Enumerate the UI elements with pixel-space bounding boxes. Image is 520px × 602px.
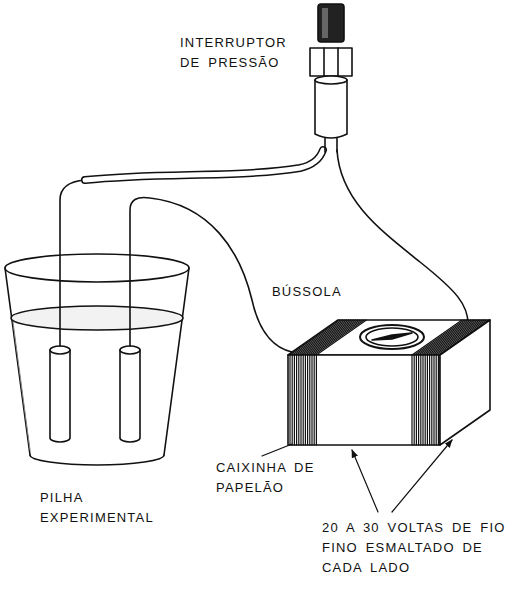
coil-winding <box>430 320 480 355</box>
coil-winding <box>296 355 297 445</box>
coil-winding <box>429 355 430 445</box>
cable-sleeve <box>85 150 323 180</box>
coil-winding <box>305 355 306 445</box>
wire <box>130 198 292 353</box>
coil-winding <box>303 355 304 445</box>
compass <box>360 325 424 349</box>
coil-winding <box>294 355 295 445</box>
leader-arrow <box>352 450 378 512</box>
coil-winding <box>316 355 317 445</box>
coil-winding <box>300 355 301 445</box>
wire <box>60 180 85 346</box>
part-label: INTERRUPTOR DE PRESSÃO <box>180 33 302 73</box>
coil-winding <box>422 355 423 445</box>
part-label: PILHA EXPERIMENTAL <box>40 488 180 528</box>
coil-winding <box>427 355 428 445</box>
coil-winding <box>425 320 475 355</box>
coil-winding <box>438 320 488 355</box>
coil-winding <box>436 320 486 355</box>
coil-winding <box>289 355 290 445</box>
coil-winding <box>303 320 353 355</box>
coil-winding <box>316 320 366 355</box>
leader-arrow <box>392 440 452 512</box>
coil-winding <box>431 355 432 445</box>
electrode <box>50 346 140 442</box>
coil-winding <box>292 355 293 445</box>
coil-winding <box>414 355 415 445</box>
coil-winding <box>314 320 364 355</box>
coil-winding <box>298 355 299 445</box>
part-label: BÚSSOLA <box>272 282 362 302</box>
coil-winding <box>310 320 360 355</box>
cardboard-box <box>288 320 490 445</box>
coil-winding <box>305 320 355 355</box>
wire <box>337 150 468 328</box>
coil-winding <box>427 320 477 355</box>
coil-winding <box>290 320 488 445</box>
coil-winding <box>312 320 362 355</box>
coil-winding <box>418 355 419 445</box>
coil-winding <box>411 355 412 445</box>
coil-winding <box>420 355 421 445</box>
coil-winding <box>438 355 439 445</box>
coil-winding <box>311 355 312 445</box>
coil-winding <box>307 355 308 445</box>
coil-winding <box>416 355 417 445</box>
coil-winding <box>434 320 484 355</box>
coil-winding <box>425 355 426 445</box>
pressure-switch <box>310 4 352 152</box>
coil-winding <box>432 320 482 355</box>
part-label: 20 A 30 VOLTAS DE FIO FINO ESMALTADO DE … <box>322 518 510 578</box>
coil-winding <box>301 320 351 355</box>
cable-sleeve <box>85 150 323 180</box>
glass <box>5 254 189 465</box>
coil-winding <box>436 355 437 445</box>
part-label: CAIXINHA DE PAPELÃO <box>216 458 340 498</box>
coil-winding <box>309 355 310 445</box>
coil-winding <box>314 355 315 445</box>
leader-line <box>262 444 292 456</box>
coil-winding <box>308 320 358 355</box>
coil-winding <box>433 355 434 445</box>
coil-winding <box>423 320 473 355</box>
